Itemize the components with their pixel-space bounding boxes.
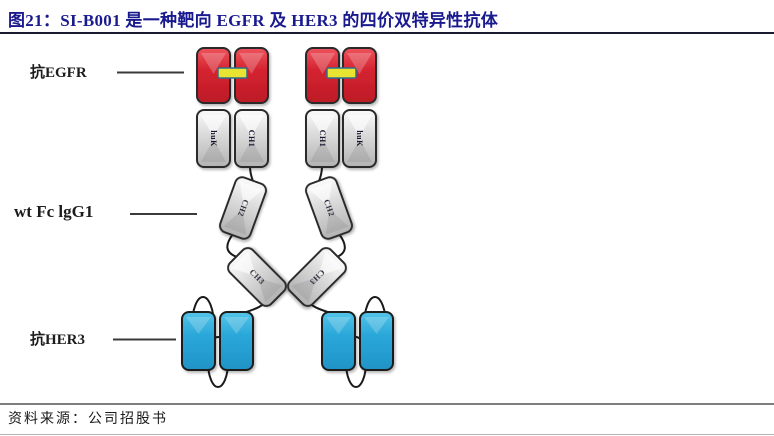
- source-divider: [0, 403, 774, 405]
- callout-anti-egfr: 抗EGFR: [30, 65, 87, 81]
- domain-label-ch1-left: CH1: [247, 130, 256, 148]
- antibody-structure-diagram: huK CH1 CH1 huK CH2 CH2 CH3 CH3: [113, 47, 394, 388]
- callout-wt-fc-igg1: wt Fc lgG1: [14, 202, 94, 221]
- anti-her3-domain-blocks: [181, 311, 394, 371]
- fab-constant-domain-blocks: huK CH1 CH1 huK: [196, 109, 377, 168]
- domain-label-huk-right: huK: [355, 130, 364, 147]
- domain-label-ch1-right: CH1: [318, 130, 327, 148]
- domain-label-huk-left: huK: [209, 130, 218, 147]
- ch3-domain-left: CH3: [224, 244, 290, 310]
- title-divider: [0, 32, 774, 34]
- callout-anti-her3: 抗HER3: [30, 332, 86, 348]
- source-text: 资料来源：公司招股书: [8, 412, 168, 427]
- scfv-linker-bars: [217, 67, 357, 79]
- ch2-domain-right: CH2: [303, 174, 355, 242]
- ch3-domain-right: CH3: [284, 244, 350, 310]
- figure-title: 图21：SI-B001 是一种靶向 EGFR 及 HER3 的四价双特异性抗体: [8, 11, 499, 30]
- bottom-divider: [0, 434, 774, 435]
- ch2-domain-left: CH2: [217, 174, 269, 242]
